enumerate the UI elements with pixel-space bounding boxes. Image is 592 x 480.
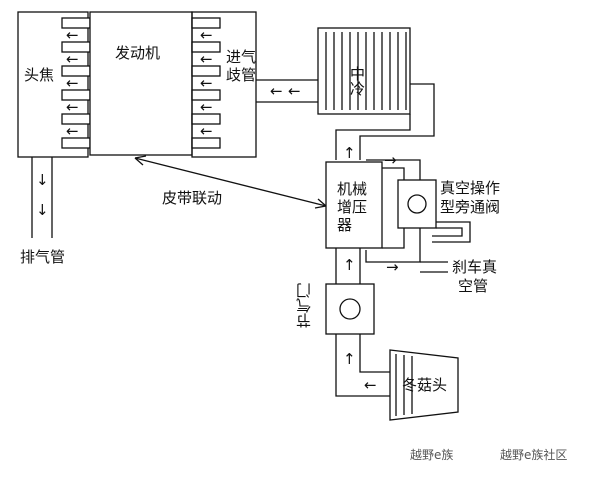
intercooler-box: [317, 27, 411, 115]
supercharger-to-intercooler-pipe: [335, 83, 435, 160]
intercooler-fins: [325, 32, 407, 110]
supercharger-label-1: 机械: [337, 180, 367, 198]
engine-label: 发动机: [115, 44, 160, 62]
svg-text:←: ←: [364, 376, 377, 394]
intake-manifold-label-1: 进气: [226, 48, 256, 66]
svg-text:→: →: [384, 151, 397, 169]
svg-text:←: ←: [200, 26, 213, 44]
belt-arrowhead-right: [314, 198, 327, 209]
bypass-valve-label-1: 真空操作: [440, 179, 500, 197]
throttle-circle: [339, 298, 361, 320]
air-filter-cone: [389, 349, 459, 421]
svg-text:↓: ↓: [36, 201, 49, 219]
svg-text:↓: ↓: [36, 171, 49, 189]
cylinder-head-label: 头焦: [24, 66, 54, 84]
supercharger-box: [325, 161, 383, 249]
intake-manifold-label-2: 歧管: [226, 66, 256, 84]
air-filter-pleats: [395, 354, 413, 416]
intercooler-label: 中冷: [348, 66, 366, 96]
intercooler-to-manifold-pipe: [256, 79, 318, 103]
bypass-pipe-upper: [366, 159, 421, 180]
exhaust-pipe: [31, 157, 53, 238]
svg-text:↑: ↑: [343, 144, 356, 162]
belt-arrowhead-left: [134, 155, 147, 166]
belt-link-line: [134, 157, 327, 207]
watermark-right: 越野e族社区: [500, 448, 568, 462]
svg-text:←: ←: [66, 50, 79, 68]
svg-text:←: ←: [66, 122, 79, 140]
svg-text:→: →: [386, 258, 399, 276]
supercharger-label-2: 增压: [337, 198, 367, 216]
bypass-valve-box: [397, 179, 437, 229]
belt-label: 皮带联动: [162, 189, 222, 207]
bypass-valve-label-2: 型旁通阀: [440, 198, 500, 216]
throttle-to-supercharger-pipe: [335, 248, 361, 284]
brake-vacuum-label-1: 刹车真: [452, 258, 497, 276]
svg-text:←: ←: [200, 50, 213, 68]
exhaust-flow-arrows: ← ← ← ← ← ← ← ← ← ←: [66, 26, 213, 140]
svg-text:←: ←: [66, 26, 79, 44]
filter-to-throttle-pipe: [335, 334, 390, 397]
svg-text:←: ←: [66, 98, 79, 116]
engine-box: [89, 11, 193, 156]
supercharger-label-3: 器: [337, 216, 352, 234]
svg-text:←: ←: [270, 82, 283, 100]
brake-vacuum-label-2: 空管: [458, 277, 488, 295]
svg-text:←: ←: [200, 74, 213, 92]
air-filter-label: 冬菇头: [402, 376, 447, 394]
vacuum-line: [432, 221, 471, 243]
svg-text:←: ←: [288, 82, 301, 100]
bypass-valve-circle: [407, 194, 427, 214]
svg-text:←: ←: [200, 122, 213, 140]
bypass-pipe-lower: [365, 228, 421, 263]
svg-text:↑: ↑: [343, 350, 356, 368]
intake-manifold-box: [191, 11, 257, 158]
svg-text:←: ←: [66, 74, 79, 92]
watermark-left: 越野e族: [410, 448, 454, 462]
throttle-box: [325, 283, 375, 335]
exhaust-pipe-label: 排气管: [20, 248, 65, 266]
svg-text:←: ←: [200, 98, 213, 116]
brake-vacuum-pipe: [420, 261, 448, 273]
throttle-label: 节气门: [295, 282, 313, 328]
svg-text:↑: ↑: [343, 256, 356, 274]
cylinder-head-box: [17, 11, 89, 158]
